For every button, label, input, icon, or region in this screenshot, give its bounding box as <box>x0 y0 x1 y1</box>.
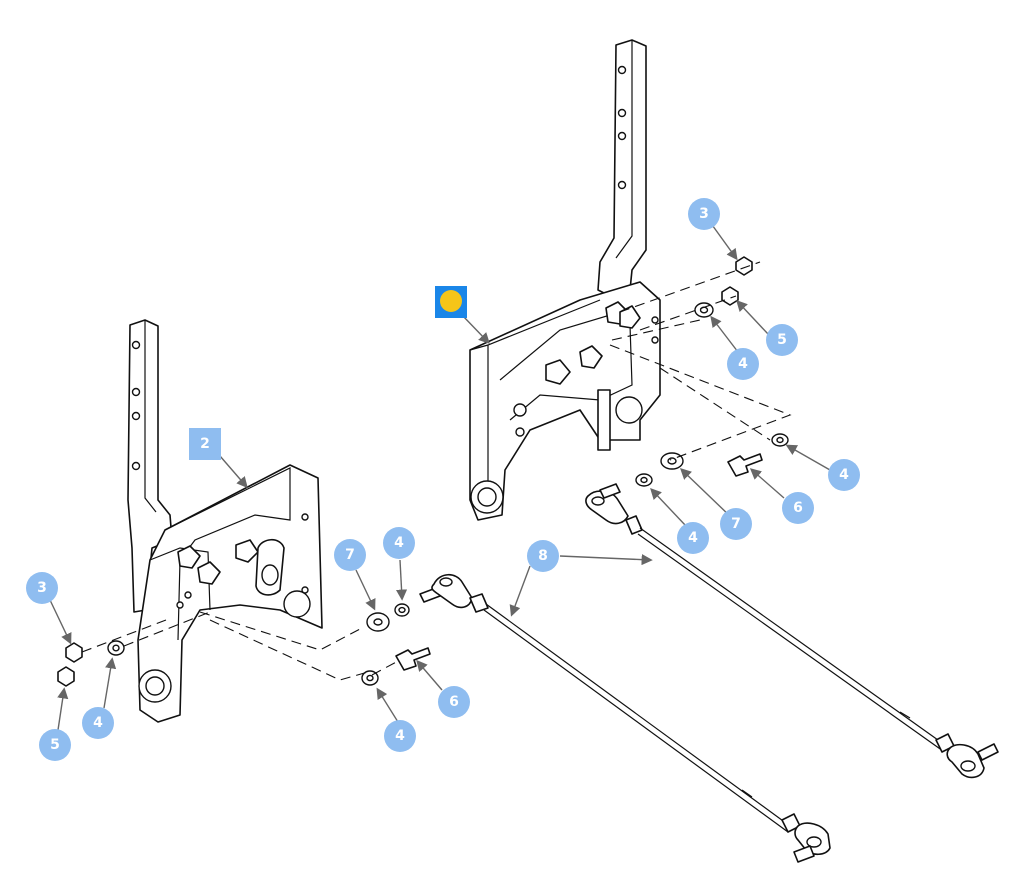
callout-6-mid-label: 6 <box>449 694 459 710</box>
callout-2-label: 2 <box>200 436 210 452</box>
callout-4-left-label: 4 <box>93 715 103 731</box>
highlight-dot-icon <box>440 290 462 312</box>
right-tie-rod <box>585 483 999 779</box>
callout-6-mid[interactable]: 6 <box>438 686 470 718</box>
callout-4-right-b[interactable]: 4 <box>828 459 860 491</box>
callout-4-mid-bottom-label: 4 <box>395 728 405 744</box>
mid-bolt-6 <box>395 647 431 671</box>
callout-4-left[interactable]: 4 <box>82 707 114 739</box>
callout-5-right-label: 5 <box>777 332 787 348</box>
callout-2[interactable]: 2 <box>189 428 221 460</box>
callout-4-mid-top[interactable]: 4 <box>383 527 415 559</box>
right-nut-3 <box>735 256 753 276</box>
callout-highlighted-square[interactable] <box>435 286 467 318</box>
right-control-lever-assembly <box>469 39 792 521</box>
callouts: 2 3 5 4 7 4 6 4 <box>26 198 860 761</box>
right-bolt-6 <box>727 453 763 477</box>
callout-3-left-label: 3 <box>37 580 47 596</box>
callout-7-right[interactable]: 7 <box>720 508 752 540</box>
left-tie-rod <box>419 573 831 863</box>
callout-3-left[interactable]: 3 <box>26 572 58 604</box>
leader-lines <box>49 221 831 731</box>
callout-4-right-a-label: 4 <box>738 356 748 372</box>
callout-8-label: 8 <box>538 548 548 564</box>
callout-4-right-b-label: 4 <box>839 467 849 483</box>
callout-6-right-label: 6 <box>793 500 803 516</box>
callout-6-right[interactable]: 6 <box>782 492 814 524</box>
callout-5-right[interactable]: 5 <box>766 324 798 356</box>
callout-3-right-label: 3 <box>699 206 709 222</box>
right-lever-handle <box>597 39 647 297</box>
callout-7-right-label: 7 <box>731 516 741 532</box>
callout-4-mid-bottom[interactable]: 4 <box>384 720 416 752</box>
callout-7-mid-label: 7 <box>345 547 355 563</box>
callout-4-right-c-label: 4 <box>688 530 698 546</box>
left-mounting-bracket <box>137 464 323 723</box>
left-control-lever-assembly <box>57 319 431 723</box>
callout-5-left[interactable]: 5 <box>39 729 71 761</box>
left-nut-5 <box>57 666 75 687</box>
left-nut-3 <box>65 642 83 663</box>
callout-4-right-a[interactable]: 4 <box>727 348 759 380</box>
callout-3-right[interactable]: 3 <box>688 198 720 230</box>
callout-4-mid-top-label: 4 <box>394 535 404 551</box>
callout-4-right-c[interactable]: 4 <box>677 522 709 554</box>
callout-8[interactable]: 8 <box>527 540 559 572</box>
callout-7-mid[interactable]: 7 <box>334 539 366 571</box>
callout-5-left-label: 5 <box>50 737 60 753</box>
